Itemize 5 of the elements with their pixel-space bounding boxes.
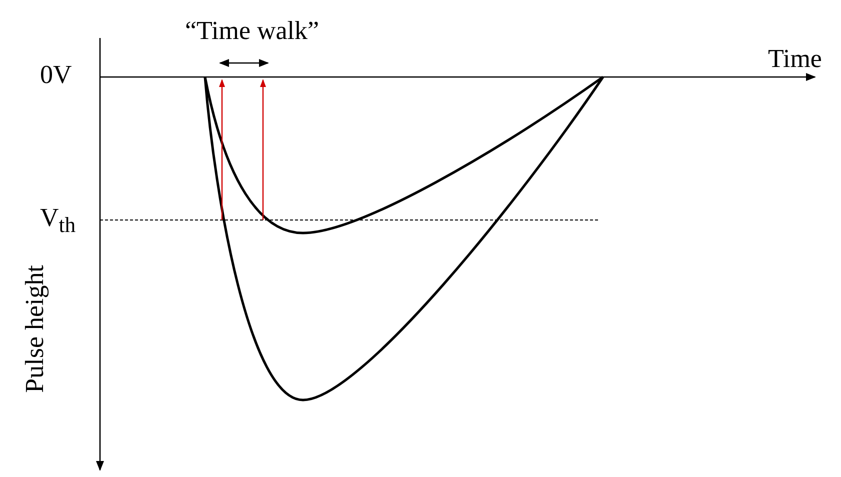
annotation-text: “Time walk” bbox=[185, 18, 320, 44]
axis-label: Time bbox=[768, 46, 822, 72]
axis-label: Pulse height bbox=[22, 265, 48, 393]
threshold-label: V$_{th}$ bbox=[40, 205, 76, 237]
voltage-label: 0V bbox=[40, 62, 72, 88]
